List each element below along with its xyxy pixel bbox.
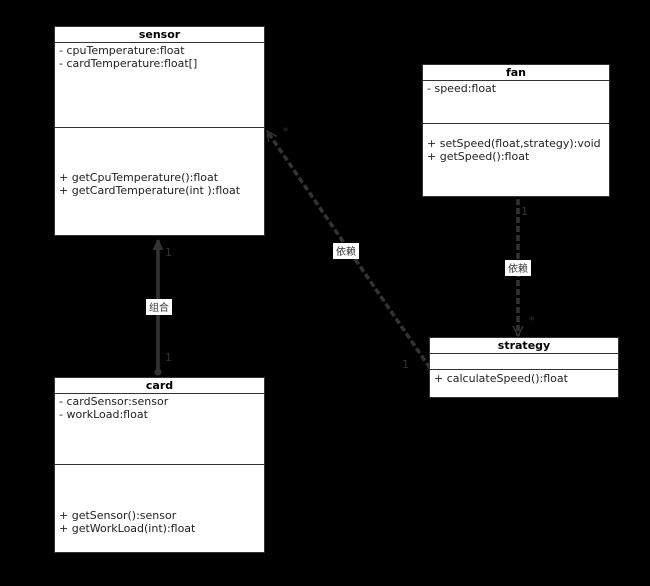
- class-title: strategy: [430, 338, 618, 354]
- dependency-label-fan-strategy: 依赖: [508, 262, 528, 275]
- class-title: card: [55, 378, 264, 394]
- attributes-section: - cpuTemperature:float - cardTemperature…: [55, 43, 264, 128]
- attribute: - workLoad:float: [59, 408, 148, 421]
- dependency-line-strategy-sensor[interactable]: [265, 131, 432, 369]
- attributes-section: [430, 354, 618, 370]
- attributes-section: - speed:float: [423, 81, 609, 124]
- multiplicity-strategy-star: *: [529, 314, 535, 327]
- attribute: - cardTemperature:float[]: [59, 57, 198, 70]
- multiplicity-sensor-star: *: [283, 125, 289, 138]
- attribute: - speed:float: [427, 82, 497, 95]
- multiplicity-fan-one: 1: [521, 205, 528, 218]
- multiplicity-strategy-one: 1: [402, 358, 409, 371]
- operation: + getSensor():sensor: [59, 509, 177, 522]
- operations-section: + setSpeed(float,strategy):void + getSpe…: [423, 124, 609, 164]
- class-fan[interactable]: fan - speed:float + setSpeed(float,strat…: [422, 64, 610, 197]
- class-title: sensor: [55, 27, 264, 43]
- operation: + getWorkLoad(int):float: [59, 522, 196, 535]
- attribute: - cardSensor:sensor: [59, 395, 169, 408]
- composition-end-dot: [154, 368, 162, 376]
- operation: + getSpeed():float: [427, 150, 530, 163]
- class-title: fan: [423, 65, 609, 81]
- composition-label: 组合: [149, 301, 169, 314]
- operation: + calculateSpeed():float: [434, 372, 568, 385]
- operation: + getCardTemperature(int ):float: [59, 184, 241, 197]
- class-strategy[interactable]: strategy + calculateSpeed():float: [429, 337, 619, 398]
- multiplicity-sensor-side: 1: [165, 246, 172, 259]
- class-card[interactable]: card - cardSensor:sensor - workLoad:floa…: [54, 377, 265, 553]
- operation: + getCpuTemperature():float: [59, 171, 219, 184]
- operations-section: + getSensor():sensor + getWorkLoad(int):…: [55, 465, 264, 536]
- operations-section: + calculateSpeed():float: [430, 370, 618, 386]
- dependency-label-strategy-sensor: 依赖: [336, 245, 356, 258]
- operation: + setSpeed(float,strategy):void: [427, 137, 601, 150]
- multiplicity-card-side: 1: [165, 351, 172, 364]
- attributes-section: - cardSensor:sensor - workLoad:float: [55, 394, 264, 465]
- class-sensor[interactable]: sensor - cpuTemperature:float - cardTemp…: [54, 26, 265, 236]
- attribute: - cpuTemperature:float: [59, 44, 185, 57]
- operations-section: + getCpuTemperature():float + getCardTem…: [55, 128, 264, 198]
